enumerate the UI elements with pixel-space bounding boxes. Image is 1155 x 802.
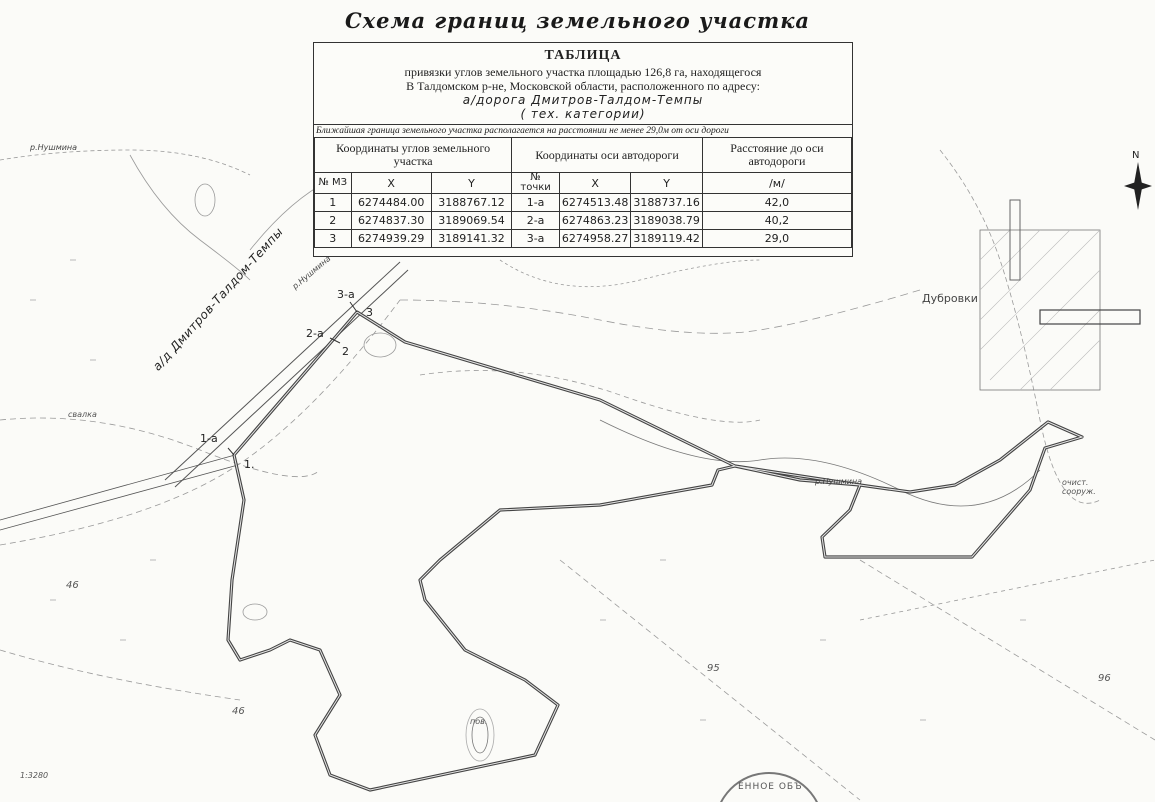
cell-axis-y: 3189038.79 — [630, 211, 703, 230]
cell-point: 2-а — [511, 211, 560, 230]
header-parcel-coords: Координаты углов земельного участка — [313, 137, 513, 173]
cell-axis-x: 6274958.27 — [558, 229, 632, 248]
coordinates-table-panel: ТАБЛИЦА привязки углов земельного участк… — [313, 42, 853, 257]
cell-point: 1-а — [511, 193, 560, 212]
axis-point-2a-label: 2-а — [306, 327, 324, 340]
cell-x: 6274837.30 — [350, 211, 432, 230]
elevation-46a: 46 — [66, 580, 79, 591]
table-header: ТАБЛИЦА привязки углов земельного участк… — [314, 43, 852, 121]
cell-axis-y: 3188737.16 — [630, 193, 703, 212]
col-y1: Y — [430, 172, 513, 194]
table-row: 3 6274939.29 3189141.32 3-а 6274958.27 3… — [314, 229, 853, 248]
cell-axis-y: 3189119.42 — [630, 229, 703, 248]
cell-n: 1 — [314, 193, 352, 212]
cell-x: 6274484.00 — [350, 193, 432, 212]
village-label: Дубровки — [922, 292, 978, 305]
cell-distance: 40,2 — [701, 211, 853, 230]
coordinates-table: Координаты углов земельного участка Коор… — [313, 137, 853, 248]
header-road-coords: Координаты оси автодороги — [511, 137, 703, 173]
header-distance: Расстояние до оси автодороги — [701, 137, 853, 173]
cell-axis-x: 6274863.23 — [558, 211, 632, 230]
col-unit: /м/ — [701, 172, 853, 194]
compass-icon — [1124, 162, 1152, 210]
cell-y: 3188767.12 — [430, 193, 513, 212]
col-mz: № МЗ — [314, 172, 352, 194]
cell-x: 6274939.29 — [350, 229, 432, 248]
cell-y: 3189069.54 — [430, 211, 513, 230]
cell-y: 3189141.32 — [430, 229, 513, 248]
table-line-3: а/дорога Дмитров-Талдом-Темпы — [462, 93, 704, 107]
cell-distance: 42,0 — [701, 193, 853, 212]
table-note: Ближайшая граница земельного участка рас… — [314, 124, 852, 137]
north-arrow: N — [1124, 150, 1152, 210]
pov-label: пов. — [470, 717, 488, 726]
cell-axis-x: 6274513.48 — [558, 193, 632, 212]
col-x1: X — [350, 172, 432, 194]
point-2-label: 2 — [342, 345, 349, 358]
cell-distance: 29,0 — [701, 229, 853, 248]
axis-point-1a-label: 1-а — [200, 432, 218, 445]
elevation-95: 95 — [707, 663, 720, 674]
col-x2: X — [558, 172, 632, 194]
table-row: 1 6274484.00 3188767.12 1-а 6274513.48 3… — [314, 193, 853, 212]
cell-point: 3-а — [511, 229, 560, 248]
north-letter: N — [1132, 150, 1140, 161]
elevation-96: 96 — [1098, 673, 1111, 684]
table-line-2: В Талдомском р-не, Московской области, р… — [406, 79, 760, 93]
dump-label: свалка — [68, 410, 97, 419]
elevation-46b: 46 — [232, 706, 245, 717]
col-y2: Y — [630, 172, 703, 194]
table-heading: ТАБЛИЦА — [544, 48, 622, 63]
sheet-number-label: 1:3280 — [20, 771, 49, 780]
river-label-nw: р.Нушмина — [30, 143, 78, 152]
cell-n: 2 — [314, 211, 352, 230]
treatment-facility-label: очист. сооруж. — [1062, 478, 1096, 496]
river-label-e: р.Нушмина — [815, 477, 863, 486]
col-point: № точки — [511, 172, 560, 194]
axis-point-3a-label: 3-а — [337, 288, 355, 301]
point-1-label: 1. — [244, 458, 255, 471]
stamp-text: ЕННОЕ ОБЪ — [738, 782, 803, 792]
cell-n: 3 — [314, 229, 352, 248]
table-line-4: ( тех. категории) — [520, 107, 646, 121]
parcel-boundary — [226, 310, 1084, 792]
point-3-label: 3 — [366, 306, 373, 319]
table-row: 2 6274837.30 3189069.54 2-а 6274863.23 3… — [314, 211, 853, 230]
page-title: Схема границ земельного участка — [344, 8, 811, 33]
table-line-1: привязки углов земельного участка площад… — [404, 65, 762, 79]
